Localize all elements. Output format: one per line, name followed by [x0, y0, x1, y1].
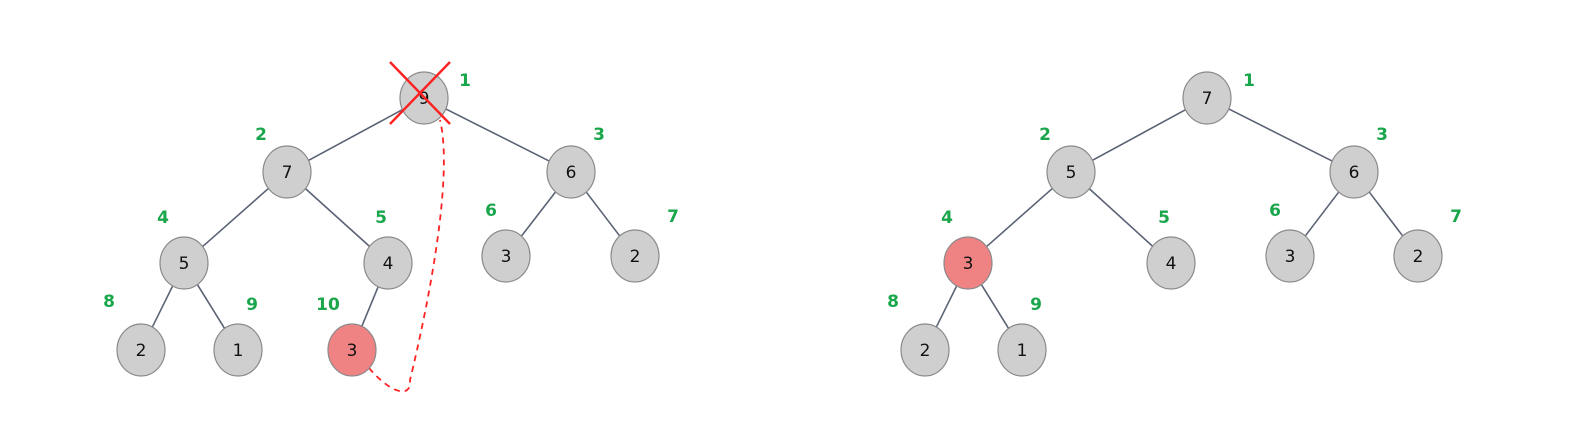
- node-index-label: 5: [375, 208, 387, 228]
- node-index-label: 3: [593, 125, 605, 145]
- tree-edge: [202, 187, 269, 248]
- tree-edge: [304, 188, 371, 247]
- heap-node: 3: [1265, 229, 1315, 283]
- tree-edge: [585, 191, 621, 237]
- node-index-label: 7: [1450, 207, 1462, 227]
- node-index-label: 9: [246, 295, 258, 315]
- tree-edge: [308, 108, 403, 162]
- heap-node: 6: [546, 145, 596, 199]
- node-value: 2: [136, 341, 147, 361]
- tree-edge: [1228, 108, 1333, 162]
- tree-edge: [1092, 108, 1186, 162]
- heap-node: 7: [1182, 71, 1232, 125]
- node-index-label: 1: [459, 71, 471, 91]
- node-index-label: 6: [1269, 201, 1281, 221]
- node-value: 3: [347, 341, 358, 361]
- node-value: 9: [419, 89, 430, 109]
- node-value: 7: [1202, 89, 1213, 109]
- node-circle: [116, 323, 166, 377]
- highlighted-node-circle: [327, 323, 377, 377]
- node-value: 5: [179, 254, 190, 274]
- heap-node: 5: [159, 236, 209, 290]
- heap-node: 2: [900, 323, 950, 377]
- tree-edge: [986, 187, 1053, 248]
- node-value: 3: [963, 254, 974, 274]
- tree-edge: [361, 286, 379, 327]
- node-circle: [997, 323, 1047, 377]
- highlighted-node-circle: [943, 236, 993, 290]
- heap-node: 2: [1393, 229, 1443, 283]
- heap-node: 4: [363, 236, 413, 290]
- node-circle: [1146, 236, 1196, 290]
- node-index-label: 5: [1158, 208, 1170, 228]
- tree-edge: [520, 191, 557, 237]
- node-circle: [481, 229, 531, 283]
- node-index-label: 1: [1243, 71, 1255, 91]
- node-value: 7: [282, 163, 293, 183]
- node-circle: [1329, 145, 1379, 199]
- heap-node: 7: [262, 145, 312, 199]
- move-last-to-root-path: [368, 119, 445, 393]
- node-circle: [262, 145, 312, 199]
- tree-edge: [1368, 191, 1404, 237]
- node-circle: [900, 323, 950, 377]
- heap-node: 3: [327, 323, 377, 377]
- node-index-label: 4: [157, 208, 169, 228]
- node-circle: [1393, 229, 1443, 283]
- node-value: 1: [1017, 341, 1028, 361]
- node-value: 4: [1166, 254, 1177, 274]
- tree-edge: [980, 284, 1010, 329]
- node-index-label: 8: [887, 292, 899, 312]
- tree-edge: [1088, 188, 1154, 247]
- tree-edge: [935, 285, 958, 328]
- node-circle: [546, 145, 596, 199]
- node-circle: [1265, 229, 1315, 283]
- node-value: 6: [1349, 163, 1360, 183]
- node-index-label: 2: [255, 125, 267, 145]
- heap-node: 1: [997, 323, 1047, 377]
- node-value: 2: [1413, 247, 1424, 267]
- node-index-label: 4: [941, 208, 953, 228]
- node-index-label: 7: [667, 207, 679, 227]
- tree-edge: [1304, 191, 1340, 237]
- heap-node: 6: [1329, 145, 1379, 199]
- tree-edge: [151, 285, 174, 328]
- node-value: 2: [920, 341, 931, 361]
- node-index-label: 8: [103, 292, 115, 312]
- node-value: 3: [1285, 247, 1296, 267]
- heap-node: 2: [610, 229, 660, 283]
- heap-node: 3: [481, 229, 531, 283]
- node-index-label: 6: [485, 201, 497, 221]
- node-value: 2: [630, 247, 641, 267]
- node-circle: [363, 236, 413, 290]
- heap-node: 2: [116, 323, 166, 377]
- node-circle: [213, 323, 263, 377]
- tree-edge: [196, 284, 226, 329]
- node-circle: [610, 229, 660, 283]
- node-value: 4: [383, 254, 394, 274]
- node-value: 1: [233, 341, 244, 361]
- node-index-label: 9: [1030, 295, 1042, 315]
- node-index-label: 10: [316, 295, 340, 315]
- cross-stroke: [389, 61, 451, 125]
- removed-cross-icon: [389, 61, 451, 125]
- node-value: 5: [1066, 163, 1077, 183]
- node-index-label: 2: [1039, 125, 1051, 145]
- node-index-label: 3: [1376, 125, 1388, 145]
- node-value: 3: [501, 247, 512, 267]
- node-circle: [1182, 71, 1232, 125]
- heap-node: 4: [1146, 236, 1196, 290]
- heap-node: 5: [1046, 145, 1096, 199]
- node-value: 6: [566, 163, 577, 183]
- tree-edge: [445, 108, 550, 162]
- node-circle: [1046, 145, 1096, 199]
- heap-node: 3: [943, 236, 993, 290]
- heap-node: 1: [213, 323, 263, 377]
- node-circle: [159, 236, 209, 290]
